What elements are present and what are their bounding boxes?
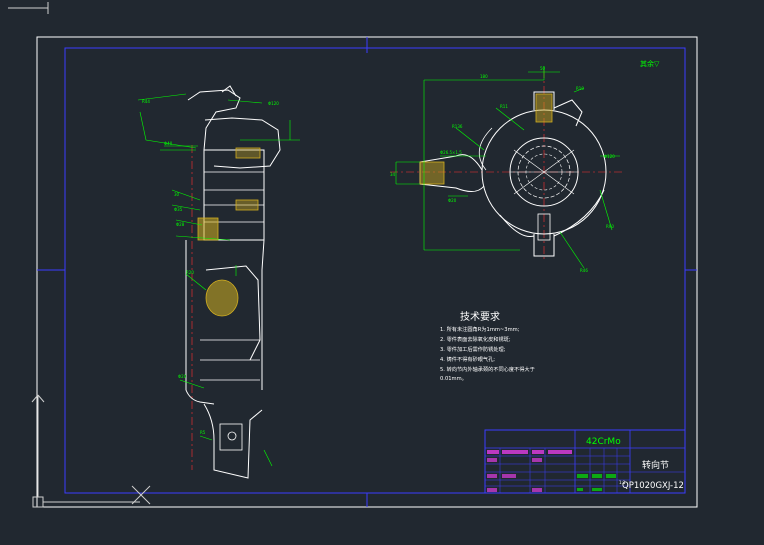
front-view-dim-labels: 180 50 R11 R136 Φ26.5×1.5 34 Φ20 Φ120 R9… <box>390 66 615 273</box>
svg-text:34: 34 <box>390 172 396 177</box>
svg-text:30: 30 <box>174 192 180 197</box>
front-view <box>390 70 625 260</box>
tech-requirements: 技术要求 1. 所有未注圆角R为1mm~3mm; 2. 零件表面去除氧化皮和锈斑… <box>440 310 535 382</box>
svg-text:180: 180 <box>480 74 488 79</box>
title-part-name: 转向节 <box>642 459 669 471</box>
svg-text:Φ120: Φ120 <box>268 101 279 106</box>
drawing-inner-frame <box>64 47 686 494</box>
tech-requirements-title: 技术要求 <box>460 310 500 323</box>
ucs-icon <box>31 394 140 508</box>
tech-req-item-4: 4. 铸件不得有砂眼气孔; <box>440 355 495 363</box>
cursor-cross-icon <box>131 485 151 505</box>
svg-text:Φ35: Φ35 <box>174 207 183 212</box>
svg-text:Φ40: Φ40 <box>164 141 173 146</box>
side-view-dimensions <box>137 93 300 467</box>
svg-text:Φ120: Φ120 <box>604 154 615 159</box>
front-view-dimensions <box>395 66 620 269</box>
svg-text:R136: R136 <box>452 124 463 129</box>
tech-req-item-3: 3. 零件加工后需作防锈处理; <box>440 345 506 353</box>
svg-text:R90: R90 <box>606 224 614 229</box>
svg-text:R20: R20 <box>186 270 194 275</box>
svg-text:R11: R11 <box>500 104 508 109</box>
svg-text:Φ20: Φ20 <box>448 198 457 203</box>
side-view <box>185 85 281 479</box>
title-scale: 1:1 <box>619 480 626 485</box>
title-material: 42CrMo <box>586 437 621 447</box>
tech-req-item-2: 2. 零件表面去除氧化皮和锈斑; <box>440 335 511 343</box>
tech-req-item-1: 1. 所有未注圆角R为1mm~3mm; <box>440 325 520 333</box>
svg-text:Φ26.5×1.5: Φ26.5×1.5 <box>440 150 462 155</box>
svg-text:R44: R44 <box>142 99 150 104</box>
svg-text:R5: R5 <box>200 430 206 435</box>
title-drawing-number: QP1020GXJ-12 <box>622 481 684 491</box>
frame-center-marks <box>37 37 697 507</box>
tech-req-item-5: 5. 转向节内外轴承颈的不同心度不得大于 <box>440 365 535 373</box>
svg-text:R10: R10 <box>576 86 584 91</box>
svg-text:50: 50 <box>540 66 546 71</box>
roughness-note: 其余▽ <box>640 59 660 68</box>
svg-text:Φ28: Φ28 <box>176 222 185 227</box>
title-block: 42CrMo 转向节 1:1 QP1020GXJ-12 <box>484 429 686 494</box>
top-crosshair-icon <box>8 2 49 14</box>
svg-text:Φ20: Φ20 <box>178 374 187 379</box>
svg-text:R46: R46 <box>580 268 588 273</box>
tech-req-item-6: 0.01mm。 <box>440 376 467 382</box>
side-view-dim-labels: R44 Φ40 30 Φ35 Φ28 R20 Φ20 R5 Φ120 <box>142 99 279 435</box>
